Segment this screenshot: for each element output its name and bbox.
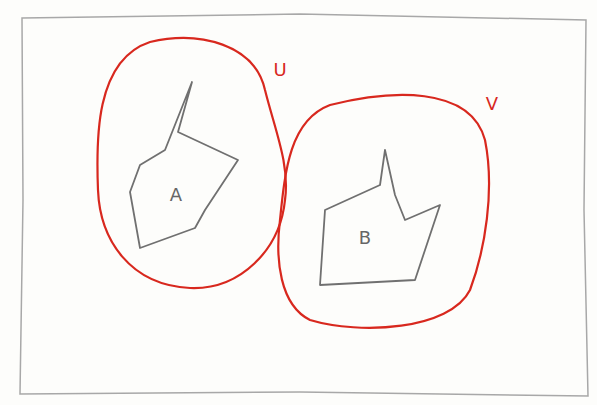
outline xyxy=(315,145,445,290)
open-set-region: VB xyxy=(270,80,505,340)
outline xyxy=(270,80,505,340)
outline xyxy=(125,75,245,255)
outline-path xyxy=(130,82,238,248)
outline xyxy=(85,30,300,300)
set-label: A xyxy=(170,186,182,204)
sheet-border xyxy=(20,14,588,396)
set-label: B xyxy=(359,229,371,247)
closed-set-polygon: A xyxy=(125,75,245,255)
set-label: V xyxy=(486,95,498,113)
outline-path xyxy=(278,95,489,328)
closed-set-polygon: B xyxy=(315,145,445,290)
set-label: U xyxy=(273,61,286,79)
outline-path xyxy=(97,38,286,288)
outline-path xyxy=(320,150,440,285)
open-set-region: UA xyxy=(85,30,300,300)
